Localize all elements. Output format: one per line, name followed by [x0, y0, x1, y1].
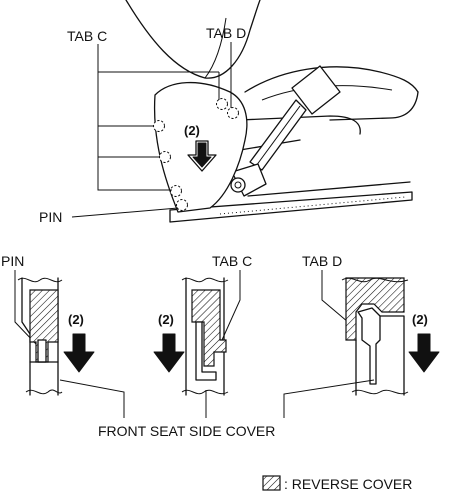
lever-stem-edge: [255, 105, 301, 167]
tab-c-section-clip: [195, 321, 217, 381]
seat-back-outline: [125, 0, 261, 79]
hinge-bolt: [230, 177, 246, 193]
pin-leader: [71, 207, 179, 218]
seat-rail: [169, 191, 413, 223]
tab-d-leader-bottom: [321, 270, 349, 323]
pin-leader-bottom: [14, 270, 37, 345]
tab-d-section-break-top: [341, 277, 409, 283]
front-seat-side-cover-callout: FRONT SEAT SIDE COVER: [59, 379, 375, 439]
tab-d-section-reverse-cover: [345, 277, 405, 341]
top-seat-illustration: (2) TAB C TAB D PIN: [39, 0, 419, 225]
tab-d-section-cover: [357, 307, 381, 385]
front-seat-side-cover-label: FRONT SEAT SIDE COVER: [98, 423, 275, 439]
tab-c-top-label: TAB C: [67, 28, 107, 44]
legend-reverse-cover-label: : REVERSE COVER: [284, 476, 412, 492]
removal-arrow-right: [408, 333, 440, 373]
legend: : REVERSE COVER: [262, 475, 412, 492]
cross-section-pin: PIN (2): [1, 253, 95, 396]
recliner-lever-stem: [249, 99, 307, 171]
step-label-middle: (2): [158, 312, 174, 327]
cross-section-tab-c: TAB C (2): [153, 253, 252, 396]
pin-top-label: PIN: [39, 209, 62, 225]
tab-c-location-1: [153, 120, 165, 132]
pin-section-break-bottom: [25, 389, 63, 395]
seat-rail-top: [247, 181, 411, 197]
tab-c-section-break-bottom: [181, 389, 229, 395]
tab-d-location-2: [227, 107, 239, 119]
seat-frame-upper: [239, 115, 361, 135]
cover-leader-right: [283, 379, 375, 418]
pin-bottom-label: PIN: [1, 253, 24, 269]
removal-arrow-top-fill: [192, 142, 212, 168]
removal-arrow-middle: [153, 333, 185, 373]
pin-location: [176, 199, 188, 211]
tab-c-leader-bottom: [221, 270, 241, 341]
cross-section-tab-d: TAB D (2): [302, 253, 440, 396]
tab-d-top-label: TAB D: [206, 25, 246, 41]
pin-section-break-top: [17, 277, 63, 283]
pin-section-panel: [21, 277, 31, 396]
step-label-left: (2): [68, 312, 84, 327]
tab-c-location-2: [159, 151, 171, 163]
step-label-top: (2): [184, 123, 200, 138]
tab-c-section-break-top: [181, 277, 229, 283]
tab-d-section-outer: [379, 315, 405, 396]
seat-cushion-outline: [244, 66, 419, 93]
tab-d-section-break-bottom: [351, 389, 409, 395]
tab-d-bottom-label: TAB D: [302, 253, 342, 269]
recliner-lever: [291, 65, 341, 115]
step-label-right: (2): [412, 312, 428, 327]
tab-d-location-1: [216, 98, 228, 110]
cover-leader-left: [59, 379, 125, 418]
tab-c-leader-top: [97, 44, 172, 191]
pin-section-pin: [37, 339, 47, 363]
removal-arrow-left: [63, 333, 95, 373]
seat-back-inner-line: [204, 17, 227, 79]
hinge-bolt-center: [234, 181, 242, 189]
seat-cushion-front: [329, 91, 419, 121]
tab-c-location-3: [170, 185, 182, 197]
tab-c-bottom-label: TAB C: [212, 253, 252, 269]
legend-hatch-swatch: [262, 475, 281, 491]
seat-rail-dots: [219, 196, 406, 215]
